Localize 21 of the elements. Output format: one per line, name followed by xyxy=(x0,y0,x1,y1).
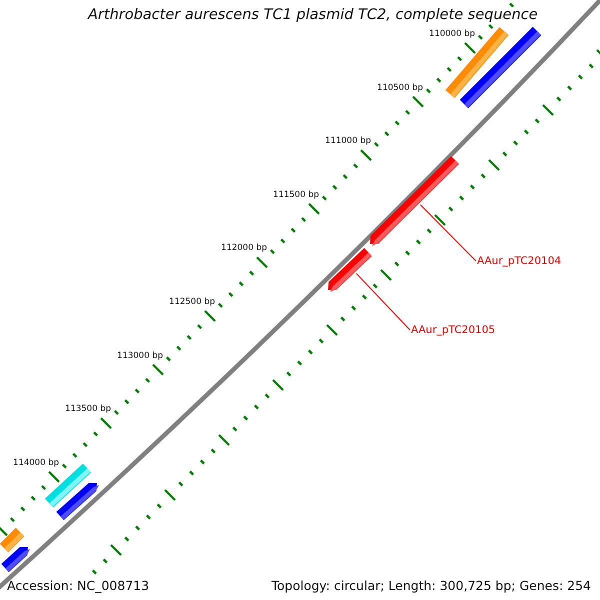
tick-label: 113000 bp xyxy=(117,350,163,361)
map-title: Arthrobacter aurescens TC1 plasmid TC2, complete sequence xyxy=(86,7,540,23)
gene-label: AAur_pTC20104 xyxy=(477,255,562,267)
tick-label: 114000 bp xyxy=(13,458,59,468)
gene-feature xyxy=(56,482,99,520)
gene-feature xyxy=(370,156,459,246)
gene-feature xyxy=(1,547,30,572)
tick-label: 113500 bp xyxy=(65,404,111,414)
tick-label: 110500 bp xyxy=(377,82,423,93)
tick-label: 111000 bp xyxy=(325,136,371,146)
gene-feature xyxy=(328,248,372,292)
accession-text: Accession: NC_008713 xyxy=(6,577,150,594)
gene-label: AAur_pTC20105 xyxy=(411,324,496,336)
tick-label: 111500 bp xyxy=(273,190,319,200)
tick-label: 112500 bp xyxy=(169,297,215,307)
gene-bar xyxy=(460,26,542,108)
leader-line xyxy=(420,204,476,262)
summary-text: Topology: circular; Length: 300,725 bp; Genes: 254 xyxy=(270,577,592,594)
tick-label: 110000 bp xyxy=(429,29,475,39)
tick-label: 112000 bp xyxy=(221,243,267,254)
leader-line xyxy=(356,272,410,330)
